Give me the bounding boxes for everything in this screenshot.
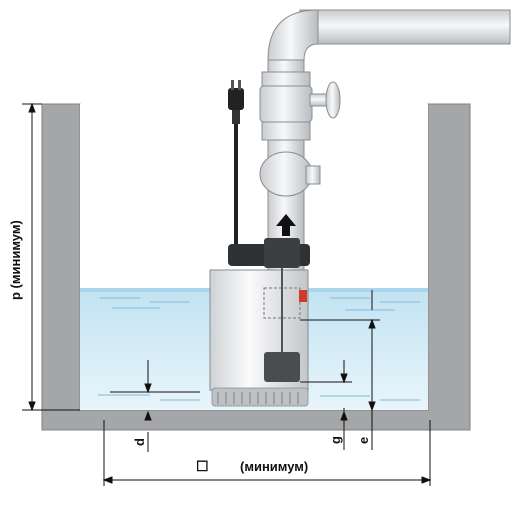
float-switch [264, 352, 300, 382]
valve-handwheel [325, 81, 341, 119]
check-valve [259, 151, 313, 197]
submersible-pump [209, 238, 310, 407]
width-symbol-label: ☐ [196, 458, 209, 474]
water-ripples [98, 297, 420, 401]
pipe-elbow [267, 9, 319, 61]
g-dimension-label: g [328, 436, 343, 444]
pump-base-grille [211, 387, 309, 407]
gate-valve [259, 85, 313, 123]
flow-direction-arrow-icon [276, 214, 296, 236]
check-valve-cap [305, 165, 321, 185]
horizontal-pipe [299, 9, 511, 45]
pump-head [264, 238, 300, 268]
pipe-union [261, 121, 311, 141]
pipe-coupling-top [261, 71, 311, 87]
plug-strain-relief [232, 110, 240, 124]
plug-pin-icon [238, 80, 241, 90]
brand-logo-icon [299, 290, 307, 302]
e-dimension-label: e [356, 437, 371, 444]
power-cable [228, 80, 244, 254]
pump-base-slots [217, 392, 299, 404]
dimension-lines [22, 102, 432, 486]
plug-pin-icon [231, 80, 234, 90]
p-dimension-label: p (минимум) [8, 220, 23, 300]
plug-icon [228, 88, 244, 110]
width-dimension-label: (минимум) [240, 459, 308, 474]
d-dimension-label: d [132, 438, 147, 446]
